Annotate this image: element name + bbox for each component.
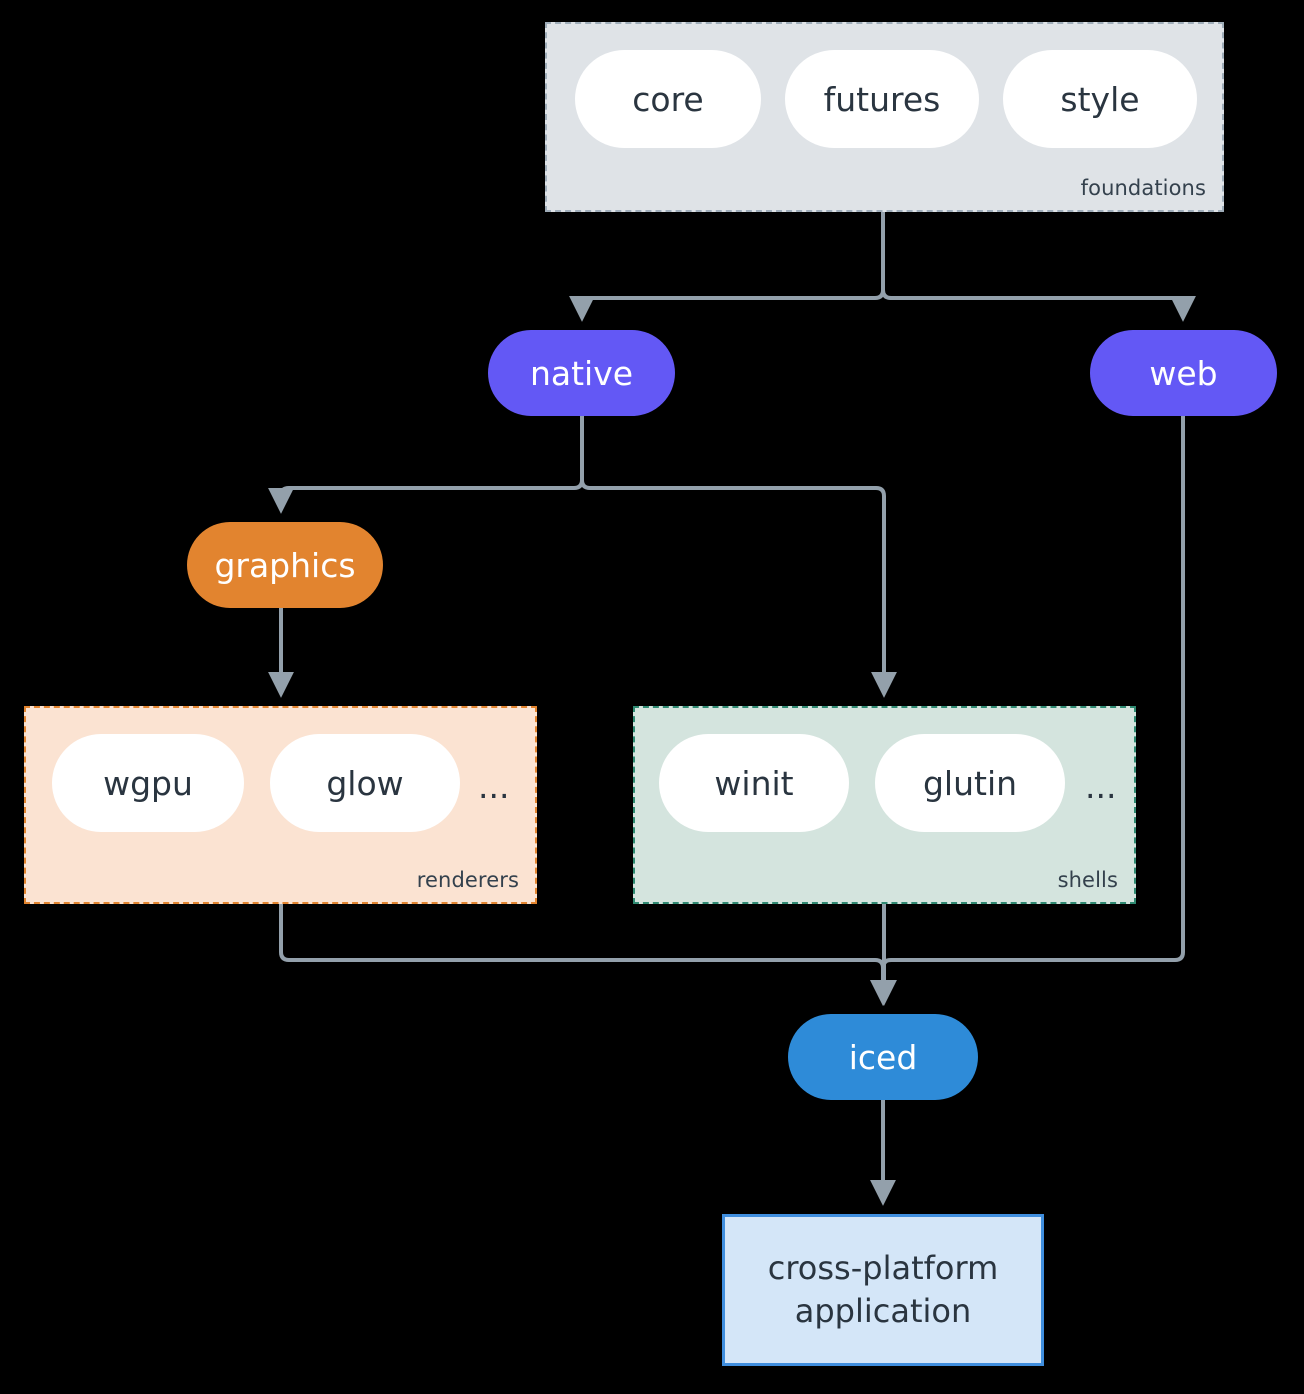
node-futures-label: futures: [823, 79, 941, 119]
node-native[interactable]: native: [488, 330, 675, 416]
application-label-line2: application: [794, 1292, 972, 1330]
node-native-label: native: [529, 353, 634, 393]
node-glutin[interactable]: glutin: [875, 734, 1065, 832]
node-web-label: web: [1149, 353, 1218, 393]
node-glutin-label: glutin: [922, 763, 1018, 803]
node-cross-platform-application[interactable]: cross-platform application: [722, 1214, 1044, 1366]
node-wgpu-label: wgpu: [103, 763, 193, 803]
node-iced-label: iced: [848, 1037, 918, 1077]
node-futures[interactable]: futures: [785, 50, 979, 148]
node-graphics[interactable]: graphics: [187, 522, 383, 608]
group-foundations-label: foundations: [1080, 176, 1206, 200]
group-renderers: wgpu glow ... renderers: [24, 706, 537, 904]
node-style-label: style: [1060, 79, 1140, 119]
edge-web-to-iced: [870, 416, 1185, 1006]
node-style[interactable]: style: [1003, 50, 1197, 148]
application-label-line1: cross-platform: [767, 1248, 999, 1287]
node-glow[interactable]: glow: [270, 734, 460, 832]
node-core-label: core: [632, 79, 704, 119]
group-shells: winit glutin ... shells: [633, 706, 1136, 904]
node-web[interactable]: web: [1090, 330, 1277, 416]
node-graphics-label: graphics: [214, 545, 356, 585]
renderers-ellipsis: ...: [478, 767, 510, 806]
edge-foundations-to-web: [881, 212, 1196, 322]
edge-renderers-to-iced: [279, 904, 896, 1006]
edge-foundations-to-native-web: [569, 212, 885, 322]
group-renderers-label: renderers: [416, 868, 519, 892]
group-foundations: core futures style foundations: [545, 22, 1224, 212]
node-winit-label: winit: [714, 763, 794, 803]
node-wgpu[interactable]: wgpu: [52, 734, 244, 832]
edge-native-to-shells: [580, 416, 897, 698]
node-core[interactable]: core: [575, 50, 761, 148]
edge-native-to-graphics: [268, 416, 584, 514]
node-winit[interactable]: winit: [659, 734, 849, 832]
node-glow-label: glow: [326, 763, 404, 803]
node-iced[interactable]: iced: [788, 1014, 978, 1100]
shells-ellipsis: ...: [1085, 767, 1117, 806]
group-shells-label: shells: [1057, 868, 1118, 892]
